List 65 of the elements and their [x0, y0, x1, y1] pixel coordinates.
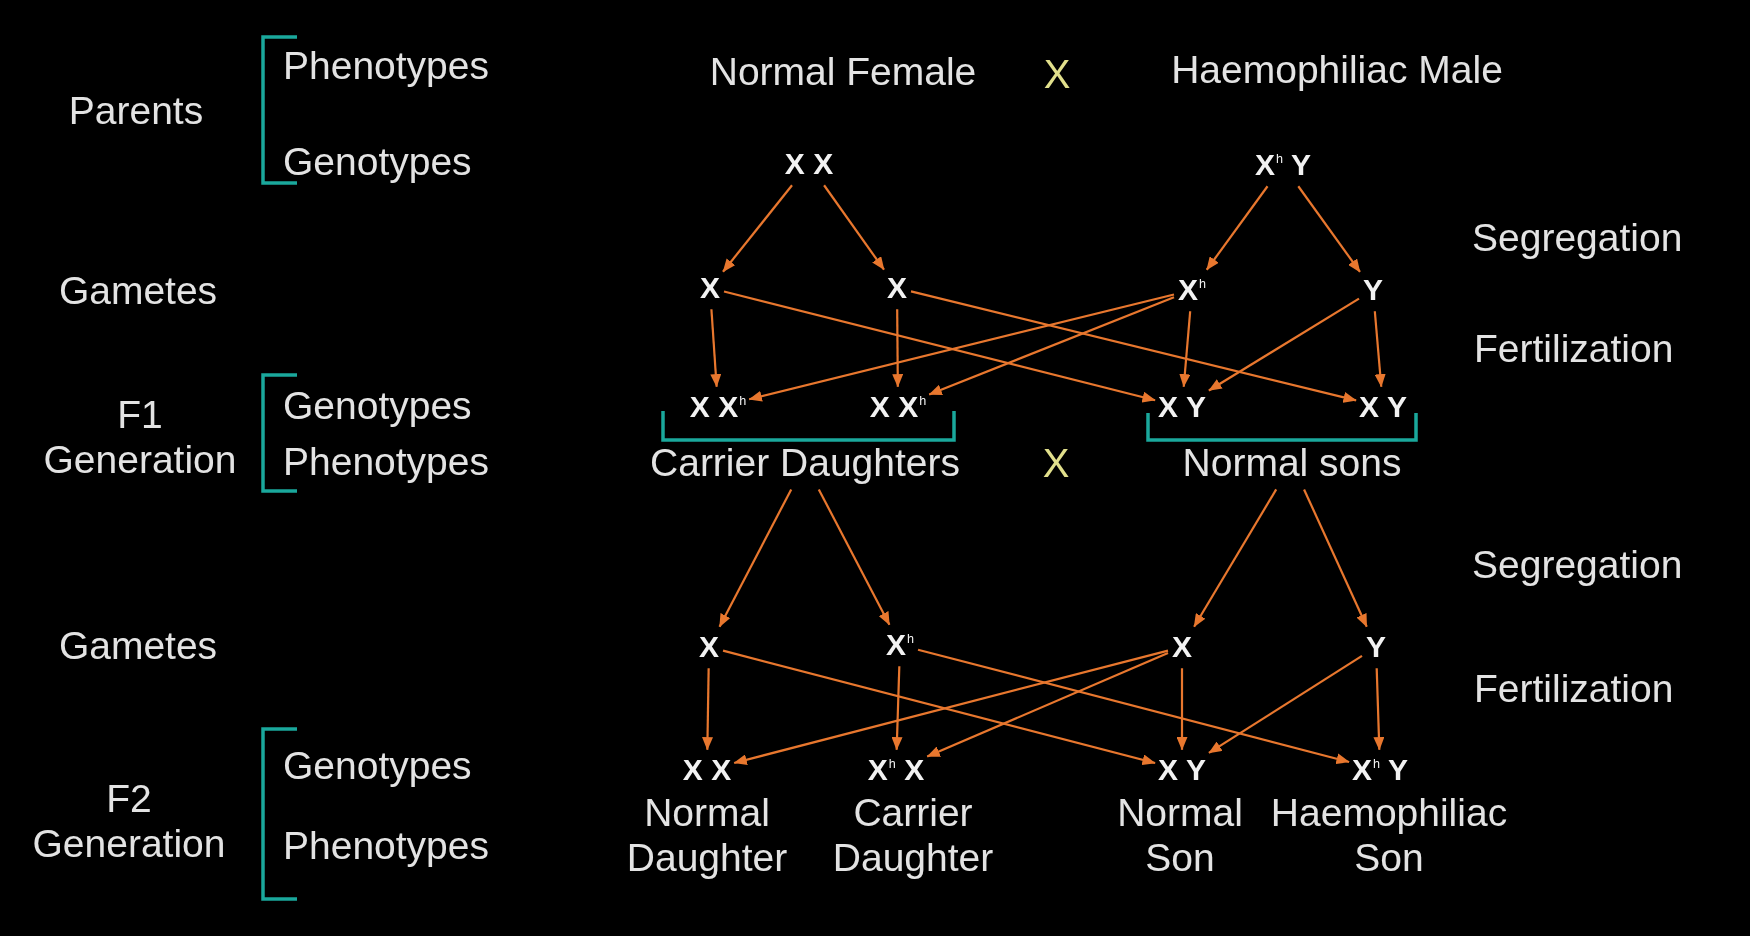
arrow — [917, 648, 1350, 765]
row-sublabel: Phenotypes — [283, 43, 489, 89]
genotype-label: X X — [682, 752, 732, 788]
phenotype-label: Haemophiliac Male — [1171, 47, 1503, 93]
gamete-label: X — [699, 629, 719, 665]
step-label: Segregation — [1472, 215, 1683, 261]
row-label: Gametes — [58, 623, 218, 669]
gamete-label: X — [700, 270, 720, 306]
genotype-label: X Y — [1359, 389, 1407, 425]
arrow — [928, 296, 1175, 396]
gamete-label: X — [1172, 629, 1192, 665]
arrow — [1208, 297, 1360, 392]
arrow — [817, 488, 891, 626]
genotype-label: X X — [784, 146, 834, 182]
arrow — [1373, 668, 1385, 751]
arrow — [710, 309, 722, 388]
arrow — [702, 668, 714, 751]
row-sublabel: Phenotypes — [283, 439, 489, 485]
row-sublabel: Phenotypes — [283, 823, 489, 869]
row-sublabel: Genotypes — [283, 743, 472, 789]
gamete-label: X — [887, 270, 907, 306]
arrow — [1303, 488, 1368, 628]
gamete-label: X$^{h}$ — [886, 627, 914, 663]
arrow — [1373, 311, 1386, 388]
phenotype-label: Carrier Daughter — [831, 791, 995, 881]
row-label: Gametes — [58, 268, 218, 314]
row-label: F2 Generation — [31, 777, 227, 867]
genotype-label: X$^{h}$ X — [867, 752, 925, 788]
arrow — [892, 309, 904, 388]
phenotype-label: Normal Son — [1116, 791, 1244, 881]
arrow — [926, 652, 1169, 758]
phenotype-label: Normal Female — [709, 49, 977, 95]
row-label: Parents — [68, 88, 204, 134]
gamete-label: Y — [1366, 629, 1386, 665]
cross-symbol: X — [1042, 440, 1070, 486]
phenotype-label: Normal sons — [1182, 440, 1402, 486]
step-label: Fertilization — [1474, 326, 1674, 372]
row-sublabel: Genotypes — [283, 383, 472, 429]
genotype-label: X Y — [1158, 389, 1206, 425]
genotype-label: X$^{h}$ Y — [1352, 752, 1408, 788]
row-sublabel: Genotypes — [283, 139, 472, 185]
phenotype-label: Haemophiliac Son — [1269, 791, 1509, 881]
step-label: Fertilization — [1474, 666, 1674, 712]
arrow — [1193, 488, 1278, 628]
arrow — [1205, 185, 1269, 271]
phenotype-label: Normal Daughter — [625, 791, 789, 881]
arrow — [1176, 668, 1188, 751]
genotype-label: X Y — [1158, 752, 1206, 788]
gamete-label: X$^{h}$ — [1178, 272, 1206, 308]
step-label: Segregation — [1472, 542, 1683, 588]
cross-symbol: X — [1043, 51, 1071, 97]
arrow — [910, 290, 1357, 403]
arrow — [722, 184, 793, 273]
genotype-label: X X$^{h}$ — [869, 389, 927, 425]
arrow — [1208, 654, 1363, 754]
row-label: F1 Generation — [42, 393, 238, 483]
gamete-label: Y — [1363, 272, 1383, 308]
genotype-label: X X$^{h}$ — [689, 389, 747, 425]
arrow — [1297, 185, 1361, 273]
phenotype-label: Carrier Daughters — [650, 440, 960, 486]
arrow — [823, 184, 885, 271]
arrow — [718, 488, 793, 628]
genotype-label: X$^{h}$ Y — [1255, 147, 1311, 183]
arrow — [1179, 311, 1192, 388]
arrow — [891, 666, 903, 751]
